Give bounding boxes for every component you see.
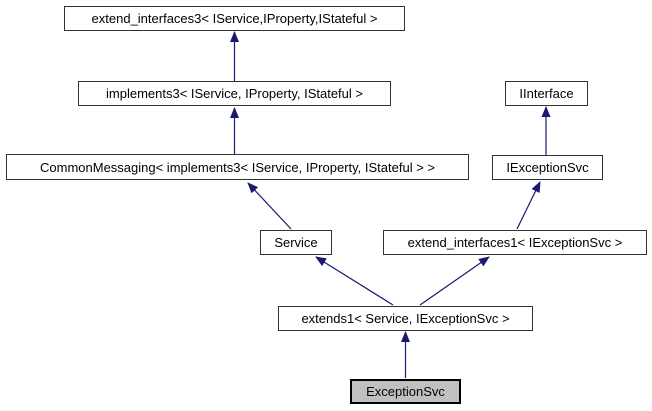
edge-extends1-to-extend-interfaces1 [419, 256, 490, 306]
node-extends1[interactable]: extends1< Service, IExceptionSvc > [278, 306, 533, 331]
node-service[interactable]: Service [260, 230, 332, 255]
node-commonmessaging[interactable]: CommonMessaging< implements3< IService, … [6, 154, 469, 180]
node-iinterface[interactable]: IInterface [505, 81, 588, 106]
node-exceptionsvc-current: ExceptionSvc [350, 379, 461, 404]
edge-extend-interfaces1-to-iexceptionsvc [516, 181, 541, 230]
node-extend-interfaces1[interactable]: extend_interfaces1< IExceptionSvc > [383, 230, 647, 255]
node-extend-interfaces3[interactable]: extend_interfaces3< IService,IProperty,I… [64, 6, 405, 31]
node-implements3[interactable]: implements3< IService, IProperty, IState… [78, 81, 391, 106]
node-iexceptionsvc[interactable]: IExceptionSvc [492, 155, 603, 180]
edge-extends1-to-service [315, 256, 394, 306]
edge-service-to-commonmessaging [247, 182, 292, 230]
